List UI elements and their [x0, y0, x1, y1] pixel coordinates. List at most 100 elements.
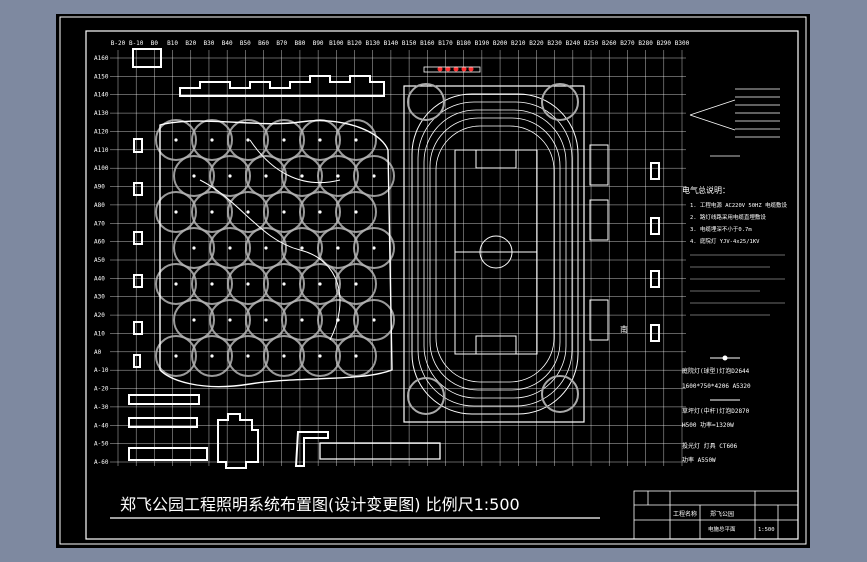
column-label: B-10: [129, 40, 144, 47]
light-coverage-circle: [353, 299, 395, 341]
note-line: 4. 庭院灯 YJV-4x25/1KV: [690, 237, 760, 245]
lamp-point: [210, 138, 214, 142]
lamp-point: [264, 174, 268, 178]
column-label: B90: [313, 40, 324, 47]
light-coverage-circle: [317, 299, 359, 341]
row-label: A110: [94, 147, 109, 154]
light-coverage-circle: [335, 335, 377, 377]
lamp-point: [246, 354, 250, 358]
column-label: B0: [151, 40, 159, 47]
light-coverage-circle: [191, 335, 233, 377]
light-coverage-circle: [299, 263, 341, 305]
title-block-sheet: 电施总平面: [708, 525, 736, 533]
lamp-point: [192, 246, 196, 250]
light-coverage-circle: [317, 155, 359, 197]
row-label: A120: [94, 128, 109, 135]
note-line: 1. 工程电源 AC220V 50HZ 电缆敷设: [690, 201, 787, 209]
column-label: B120: [347, 40, 362, 47]
column-label: B210: [511, 40, 526, 47]
lamp-point: [318, 210, 322, 214]
column-label: B100: [329, 40, 344, 47]
light-coverage-circle: [299, 191, 341, 233]
title-block-project-label: 工程名称: [673, 510, 697, 518]
lamp-point: [192, 174, 196, 178]
row-label: A-60: [94, 459, 109, 466]
light-coverage-circle: [335, 263, 377, 305]
row-label: A10: [94, 330, 105, 337]
lamp-point: [372, 174, 376, 178]
lamp-point: [336, 246, 340, 250]
light-coverage-circle: [353, 155, 395, 197]
lamp-point: [210, 354, 214, 358]
row-label: A50: [94, 257, 105, 264]
light-coverage-circle: [209, 155, 251, 197]
drawing-sheet: [56, 14, 810, 548]
row-label: A150: [94, 73, 109, 80]
spec-line: 1600*750*4206 A5320: [682, 383, 751, 390]
column-label: B290: [657, 40, 672, 47]
column-label: B240: [566, 40, 581, 47]
light-coverage-circle: [155, 119, 197, 161]
lamp-point: [318, 354, 322, 358]
lamp-point: [264, 318, 268, 322]
lamp-point: [174, 354, 178, 358]
lamp-point: [174, 282, 178, 286]
column-label: B170: [438, 40, 453, 47]
column-label: B10: [167, 40, 178, 47]
lamp-point: [192, 318, 196, 322]
column-label: B140: [384, 40, 399, 47]
row-label: A30: [94, 294, 105, 301]
note-line: 3. 电缆埋深不小于0.7m: [690, 225, 752, 233]
notes-heading: 电气总说明：: [682, 185, 730, 195]
light-coverage-circle: [227, 191, 269, 233]
lamp-point: [228, 246, 232, 250]
lamp-point: [210, 282, 214, 286]
title-block-project-value: 郑飞公园: [710, 510, 734, 518]
column-label: B190: [475, 40, 490, 47]
row-label: A70: [94, 220, 105, 227]
light-coverage-circle: [281, 155, 323, 197]
column-label: B130: [365, 40, 380, 47]
column-label: B70: [276, 40, 287, 47]
title-block: [633, 490, 799, 540]
row-label: A-10: [94, 367, 109, 374]
lamp-point: [372, 246, 376, 250]
electrical-notes: 电气总说明： 1. 工程电源 AC220V 50HZ 电缆敷设 2. 路灯线路采…: [682, 185, 787, 464]
light-coverage-circle: [263, 191, 305, 233]
lamp-point: [282, 138, 286, 142]
row-label: A40: [94, 275, 105, 282]
red-markers: [423, 66, 481, 73]
lamp-point: [174, 138, 178, 142]
column-label: B260: [602, 40, 617, 47]
column-label: B-20: [111, 40, 126, 47]
lamp-point: [318, 282, 322, 286]
buildings-right: [589, 144, 660, 342]
light-coverage-circle: [335, 191, 377, 233]
light-coverage-circle: [353, 227, 395, 269]
light-coverage-circle: [245, 155, 287, 197]
light-coverage-circle: [209, 227, 251, 269]
column-label: B160: [420, 40, 435, 47]
light-coverage-circle: [281, 227, 323, 269]
lamp-point: [354, 282, 358, 286]
lamp-point: [228, 174, 232, 178]
lamp-point: [300, 318, 304, 322]
light-coverage-circle: [191, 263, 233, 305]
light-coverage-circle: [263, 119, 305, 161]
lamp-point: [246, 210, 250, 214]
lamp-point: [228, 318, 232, 322]
lamp-point: [264, 246, 268, 250]
light-coverage-circle: [227, 119, 269, 161]
spec-line: 庭院灯(球型)灯泡D2644: [682, 367, 750, 375]
light-coverage-circle: [263, 263, 305, 305]
light-coverage-circle: [191, 119, 233, 161]
light-coverage-circle: [155, 335, 197, 377]
spec-line: 功率 A550W: [682, 456, 716, 464]
light-coverage-circle: [173, 227, 215, 269]
title-block-scale: 1:500: [758, 527, 775, 533]
lamp-point: [210, 210, 214, 214]
column-label: B180: [456, 40, 471, 47]
side-label-south: 南: [620, 324, 628, 334]
lamp-point: [300, 246, 304, 250]
